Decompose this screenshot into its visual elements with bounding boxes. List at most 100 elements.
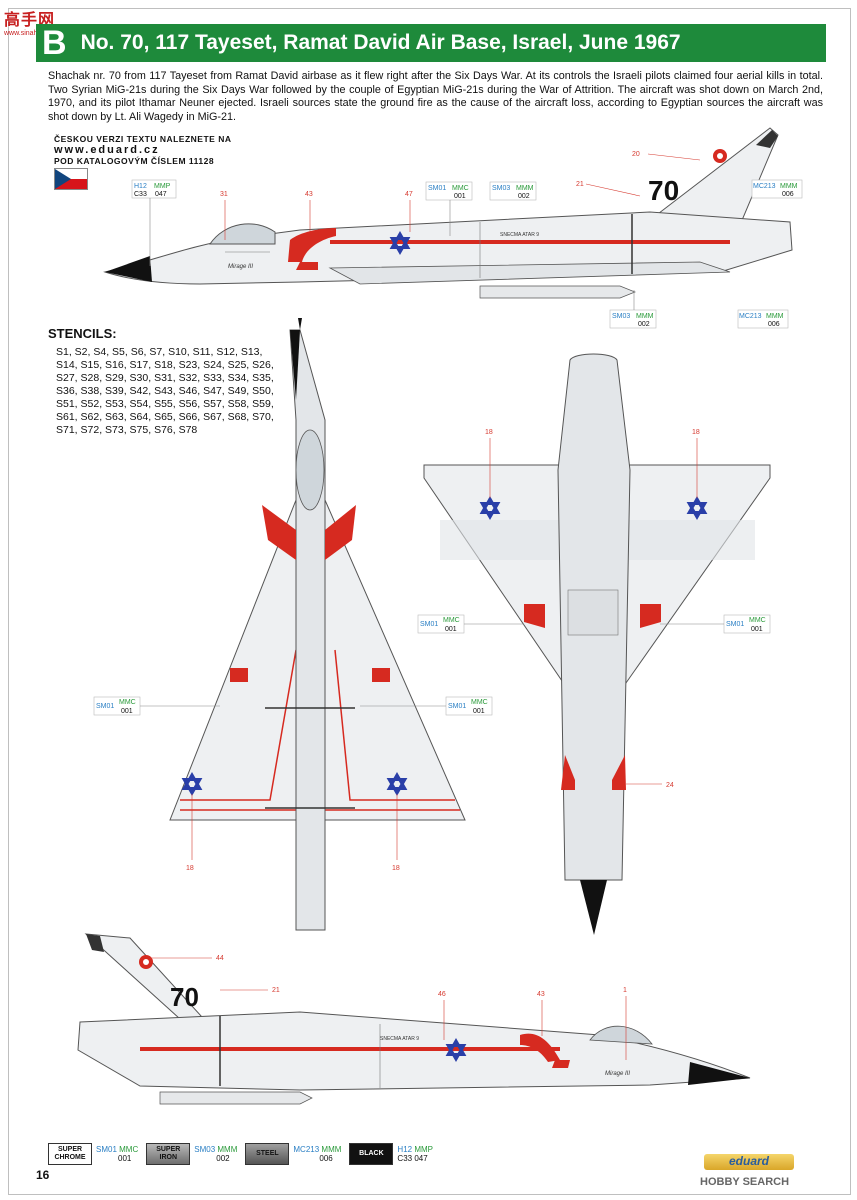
legend-code-super-iron: SM03 MMM 002 (194, 1145, 237, 1163)
tail-number: 70 (648, 175, 679, 206)
bottom-view (423, 353, 771, 935)
engine-stencil-right: SNECMA ATAR 9 (380, 1036, 419, 1042)
legend-sm03: SM03 (194, 1145, 216, 1154)
legend-mmm: MMM (217, 1145, 238, 1154)
callout-31: 31 (220, 191, 228, 198)
tail-number-right: 70 (170, 982, 199, 1012)
legend-h12: H12 (397, 1145, 413, 1154)
czech-url[interactable]: www.eduard.cz (54, 144, 160, 156)
nose-art-right: Mirage III (605, 1071, 630, 1077)
legend-chip-steel: STEEL (245, 1143, 290, 1165)
eduard-logo: eduard (704, 1154, 794, 1170)
callout-46: 46 (438, 991, 446, 998)
stencils-heading: STENCILS: (48, 326, 117, 341)
legend-sm01: SM01 (96, 1145, 117, 1154)
czech-line-3: POD KATALOGOVÝM ČÍSLEM 11128 (54, 156, 215, 166)
code-mmc-e: MMC (749, 617, 766, 624)
legend-chip-super-iron: SUPER IRON (146, 1143, 191, 1165)
code-mmp: MMP (154, 183, 171, 190)
legend-chip-black: BLACK (349, 1143, 394, 1165)
code-sm01-d: SM01 (420, 621, 438, 628)
code-001-b: 001 (121, 708, 133, 715)
callout-18-b: 18 (392, 865, 400, 872)
legend-001: 001 (118, 1154, 132, 1163)
legend-006: 006 (319, 1154, 333, 1163)
paint-legend: SUPER CHROME SM01 MMC 001 SUPER IRON SM0… (48, 1143, 437, 1165)
paint-codes-side-left: H12 MMP C33 047 SM01 MMC 001 SM03 MMM 00… (131, 179, 803, 329)
czech-line-1: ČESKOU VERZI TEXTU NALEZNETE NA (54, 134, 232, 144)
legend-047: 047 (414, 1154, 428, 1163)
legend-mmm-b: MMM (321, 1145, 342, 1154)
code-mmm-c: MMM (636, 313, 654, 320)
engine-stencil: SNECMA ATAR 9 (500, 232, 539, 238)
paint-codes-top-view: SM01 MMC 001 SM01 MMC 001 (93, 696, 493, 716)
legend-002: 002 (216, 1154, 230, 1163)
legend-code-steel: MC213 MMM 006 (293, 1145, 341, 1163)
page-number: 16 (36, 1168, 50, 1182)
code-001-a: 001 (454, 193, 466, 200)
code-mmc-d: MMC (443, 617, 460, 624)
callout-1: 1 (623, 987, 627, 994)
code-mmm-d: MMM (766, 313, 784, 320)
callouts-side-right: 44 21 46 43 1 (150, 955, 627, 1060)
code-sm03-a: SM03 (492, 185, 510, 192)
legend-mc213: MC213 (293, 1145, 320, 1154)
intro-paragraph: Shachak nr. 70 from 117 Tayeset from Ram… (48, 70, 823, 123)
page-frame (8, 8, 851, 1195)
code-sm03-b: SM03 (612, 313, 630, 320)
page-title: No. 70, 117 Tayeset, Ramat David Air Bas… (80, 31, 681, 54)
title-bar: B No. 70, 117 Tayeset, Ramat David Air B… (36, 24, 826, 62)
callout-18-a: 18 (186, 865, 194, 872)
callouts-bottom-view: 18 18 24 (485, 429, 700, 789)
code-sm01-a: SM01 (428, 185, 446, 192)
code-mc213-b: MC213 (739, 313, 762, 320)
code-mmc-b: MMC (119, 699, 136, 706)
czech-flag-icon (54, 168, 88, 190)
code-mmc-a: MMC (452, 185, 469, 192)
hobby-search-watermark: HOBBY SEARCH (700, 1176, 790, 1188)
side-profile-left: 70 SNECMA ATAR 9 Mirage III (103, 127, 793, 299)
callout-21: 21 (576, 181, 584, 188)
profile-letter: B (42, 23, 67, 62)
code-sm01-e: SM01 (726, 621, 744, 628)
side-profile-right: 70 SNECMA ATAR 9 Mirage III (77, 933, 751, 1105)
code-002-a: 002 (518, 193, 530, 200)
callout-20: 20 (632, 151, 640, 158)
nose-art: Mirage III (228, 264, 253, 270)
callout-43: 43 (305, 191, 313, 198)
code-001-e: 001 (751, 626, 763, 633)
callout-18-c: 18 (485, 429, 493, 436)
callout-24: 24 (666, 782, 674, 789)
legend-code-black: H12 MMP C33 047 (397, 1145, 433, 1163)
code-001-c: 001 (473, 708, 485, 715)
callout-44: 44 (216, 955, 224, 962)
legend-mmc: MMC (119, 1145, 139, 1154)
legend-code-super-chrome: SM01 MMC 001 (96, 1145, 138, 1163)
legend-mmp: MMP (414, 1145, 434, 1154)
code-047: 047 (155, 191, 167, 198)
code-006-b: 006 (768, 321, 780, 328)
callout-18-d: 18 (692, 429, 700, 436)
callout-21-b: 21 (272, 987, 280, 994)
watermark-sub: www.sinahobby.com (4, 30, 67, 37)
legend-chip-super-chrome: SUPER CHROME (48, 1143, 92, 1165)
top-view (169, 318, 466, 931)
code-c33: C33 (134, 191, 147, 198)
code-mmm-a: MMM (516, 185, 534, 192)
callouts-side-left: 31 43 47 20 21 (220, 151, 701, 240)
code-001-d: 001 (445, 626, 457, 633)
code-h12: H12 (134, 183, 147, 190)
code-006-a: 006 (782, 191, 794, 198)
callouts-top-view: 18 18 (186, 794, 400, 872)
callout-47: 47 (405, 191, 413, 198)
paint-codes-bottom-view: SM01 MMC 001 SM01 MMC 001 (417, 614, 771, 634)
code-sm01-c: SM01 (448, 703, 466, 710)
code-mc213-a: MC213 (753, 183, 776, 190)
code-002-b: 002 (638, 321, 650, 328)
code-mmm-b: MMM (780, 183, 798, 190)
callout-43-b: 43 (537, 991, 545, 998)
code-mmc-c: MMC (471, 699, 488, 706)
stencils-list: S1, S2, S4, S5, S6, S7, S10, S11, S12, S… (56, 346, 274, 436)
legend-c33: C33 (397, 1154, 413, 1163)
